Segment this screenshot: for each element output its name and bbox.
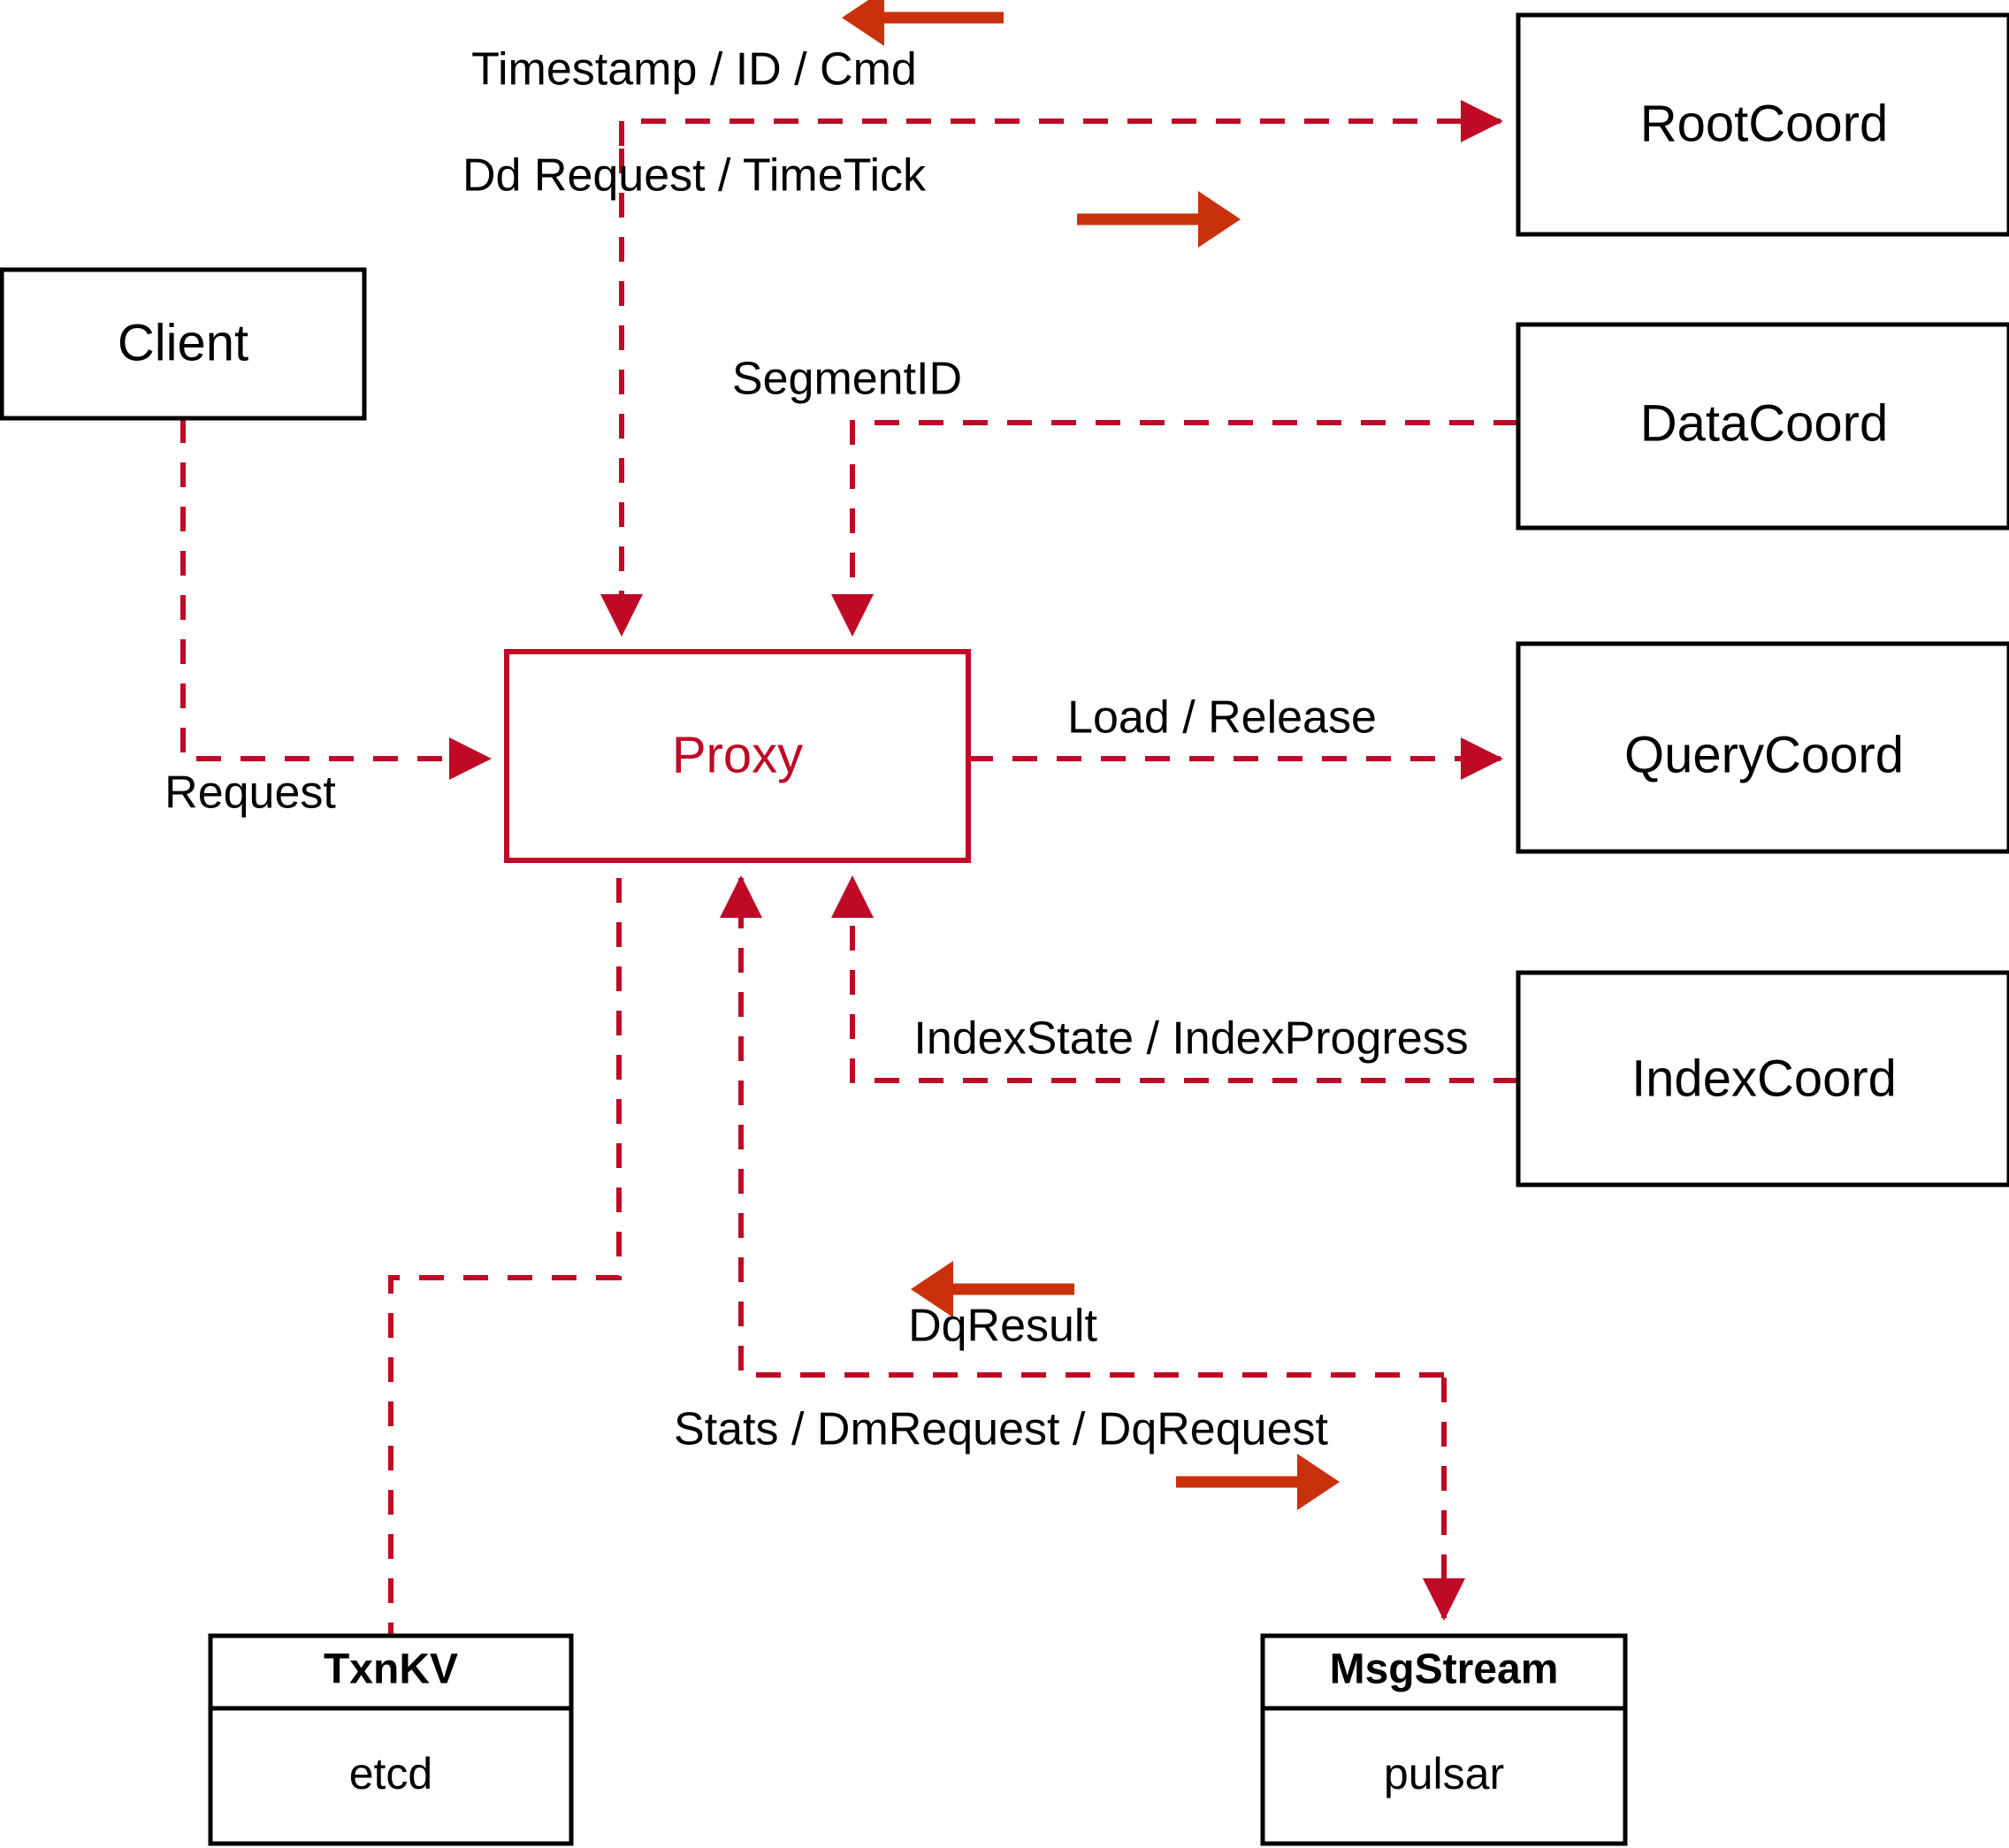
edge-label-client-request: Request [164, 767, 336, 819]
node-querycoord[interactable]: QueryCoord [1516, 641, 2009, 854]
node-txnkv-title: TxnKV [324, 1646, 458, 1693]
node-indexcoord-label: IndexCoord [1631, 1050, 1897, 1107]
edge-txnkv-link [388, 878, 622, 1636]
arrow-timestamp-left-icon [842, 0, 1004, 46]
node-client-label: Client [118, 314, 248, 371]
edge-label-msgstream-result: DqResult [908, 1301, 1097, 1352]
node-datacoord[interactable]: DataCoord [1516, 322, 2009, 531]
edge-label-msgstream-request: Stats / DmRequest / DqRequest [674, 1404, 1328, 1455]
node-rootcoord-label: RootCoord [1640, 95, 1888, 152]
edge-label-rootcoord-request: Dd Request / TimeTick [462, 150, 927, 202]
edge-indexcoord-state [831, 875, 1518, 1083]
edge-label-group: Request Timestamp / ID / Cmd Dd Request … [164, 44, 1468, 1455]
edge-group [180, 100, 1518, 1636]
node-client[interactable]: Client [0, 267, 367, 421]
edge-label-indexcoord-state: IndexState / IndexProgress [913, 1013, 1468, 1065]
node-txnkv-body: etcd [349, 1749, 433, 1798]
direction-arrow-group [842, 0, 1340, 1510]
arrow-dqrequest-right-icon [1176, 1454, 1340, 1510]
node-txnkv[interactable]: TxnKV etcd [208, 1633, 574, 1846]
node-msgstream-title: MsgStream [1330, 1646, 1559, 1693]
edge-datacoord-segment [831, 420, 1518, 637]
edge-rootcoord-request [619, 100, 1503, 146]
arrow-ddrequest-right-icon [1077, 191, 1241, 248]
node-rootcoord[interactable]: RootCoord [1516, 12, 2009, 237]
edge-client-request [180, 418, 492, 780]
arrow-dqresult-left-icon [911, 1261, 1074, 1317]
node-datacoord-label: DataCoord [1640, 394, 1888, 452]
edge-label-querycoord-load: Load / Release [1067, 692, 1377, 744]
node-msgstream[interactable]: MsgStream pulsar [1260, 1633, 1628, 1846]
node-proxy-label: Proxy [672, 726, 803, 783]
node-proxy[interactable]: Proxy [504, 649, 971, 863]
edge-msgstream-result [720, 875, 1444, 1378]
node-querycoord-label: QueryCoord [1624, 726, 1904, 783]
edge-label-rootcoord-response: Timestamp / ID / Cmd [471, 44, 917, 95]
node-msgstream-body: pulsar [1384, 1749, 1504, 1798]
node-indexcoord[interactable]: IndexCoord [1516, 970, 2009, 1187]
edge-label-datacoord-segment: SegmentID [732, 354, 962, 405]
